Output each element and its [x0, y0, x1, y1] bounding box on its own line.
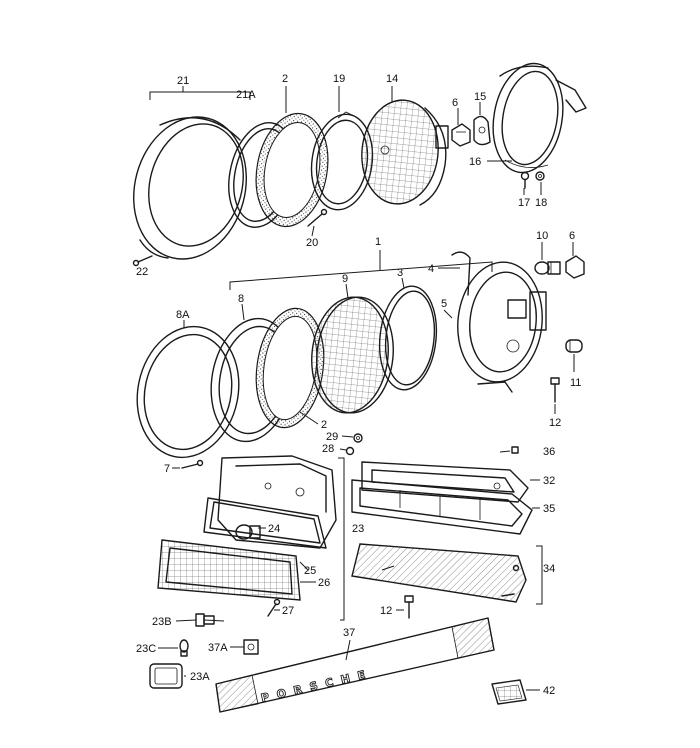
- part-29-nut: [353, 433, 363, 443]
- label-10: 10: [536, 230, 548, 242]
- label-24: 24: [268, 523, 280, 535]
- label-32: 32: [543, 475, 555, 487]
- label-36: 36: [543, 446, 555, 458]
- part-7-screw: [181, 459, 204, 469]
- part-8a-trim-ring: [136, 325, 240, 459]
- part-4-spring: [451, 251, 471, 296]
- label-27: 27: [282, 605, 294, 617]
- label-6b: 6: [569, 230, 575, 242]
- part-42-side-marker: [491, 679, 527, 705]
- label-26: 26: [318, 577, 330, 589]
- part-12-screw-upper: [550, 377, 560, 403]
- label-11: 11: [570, 377, 581, 389]
- label-15: 15: [474, 91, 486, 103]
- label-2: 2: [282, 73, 288, 85]
- label-9: 9: [342, 273, 348, 285]
- part-15-clip: [473, 115, 491, 146]
- part-2-gasket-lower: [255, 307, 325, 429]
- part-2-gasket: [255, 112, 329, 228]
- label-19: 19: [333, 73, 345, 85]
- label-23c: 23C: [136, 643, 156, 655]
- label-12: 12: [549, 417, 561, 429]
- part-35-gasket: [351, 479, 533, 535]
- part-12-screw-lower: [404, 595, 414, 619]
- part-37-emblem-strip: [215, 617, 495, 713]
- bracket-1: [229, 261, 493, 290]
- label-3: 3: [397, 267, 403, 279]
- part-11-bulb: [565, 339, 583, 353]
- part-23a-marker: [149, 663, 183, 689]
- part-17-screw: [520, 171, 530, 189]
- part-34-side-lens: [351, 543, 527, 603]
- part-28-washer: [345, 446, 355, 456]
- label-8a: 8A: [176, 309, 190, 321]
- part-21-trim-ring: [133, 116, 247, 260]
- label-37a: 37A: [208, 642, 228, 654]
- part-3-seal: [378, 285, 438, 391]
- part-24-bulb: [235, 524, 261, 540]
- part-10-bulb: [534, 261, 561, 275]
- bracket-21: [149, 91, 251, 100]
- emblem-wordmark: PORSCHE: [260, 666, 375, 704]
- label-23a: 23A: [190, 671, 210, 683]
- part-18-washer: [535, 171, 545, 181]
- label-25: 25: [304, 565, 316, 577]
- label-5: 5: [441, 298, 447, 310]
- label-35: 35: [543, 503, 555, 515]
- label-7: 7: [164, 463, 170, 475]
- label-20: 20: [306, 237, 318, 249]
- label-29: 29: [326, 431, 338, 443]
- part-9-lens: [311, 296, 394, 414]
- label-17: 17: [518, 197, 530, 209]
- part-6-socket-lower: [565, 255, 585, 279]
- label-8: 8: [238, 293, 244, 305]
- label-12b: 12: [380, 605, 392, 617]
- part-6-socket-upper: [451, 123, 471, 147]
- label-4: 4: [428, 263, 434, 275]
- part-36-clip: [511, 446, 519, 454]
- part-20-screw: [307, 208, 328, 227]
- part-27-screw: [267, 598, 281, 617]
- part-22-screw: [132, 255, 153, 267]
- leader-lines: [158, 86, 575, 691]
- part-5-reflector: [457, 261, 547, 393]
- part-16-housing: [492, 62, 587, 174]
- label-18: 18: [535, 197, 547, 209]
- bracket-34: [536, 545, 543, 605]
- label-21a: 21A: [236, 89, 256, 101]
- label-1: 1: [375, 236, 381, 248]
- label-2b: 2: [321, 419, 327, 431]
- label-21: 21: [177, 75, 189, 87]
- label-23b: 23B: [152, 616, 172, 628]
- bracket-23: [338, 457, 345, 621]
- label-14: 14: [386, 73, 398, 85]
- part-26-lens: [157, 539, 301, 601]
- part-37a-clip: [243, 639, 259, 655]
- label-6: 6: [452, 97, 458, 109]
- label-34: 34: [543, 563, 555, 575]
- part-32-housing: [361, 461, 529, 503]
- part-labels: 21 21A 2 19 14 6 15 16 17 18 20 1 10 6 4…: [136, 73, 581, 697]
- label-23: 23: [352, 523, 364, 535]
- part-34-screw: [501, 593, 515, 597]
- part-14-sealed-beam: [361, 99, 449, 206]
- label-37: 37: [343, 627, 355, 639]
- label-22: 22: [136, 266, 148, 278]
- label-42: 42: [543, 685, 555, 697]
- part-23c-bulb: [179, 639, 189, 657]
- part-24-gasket: [203, 497, 327, 549]
- label-16: 16: [469, 156, 481, 168]
- part-25-signal-housing: [217, 455, 337, 549]
- label-28: 28: [322, 443, 334, 455]
